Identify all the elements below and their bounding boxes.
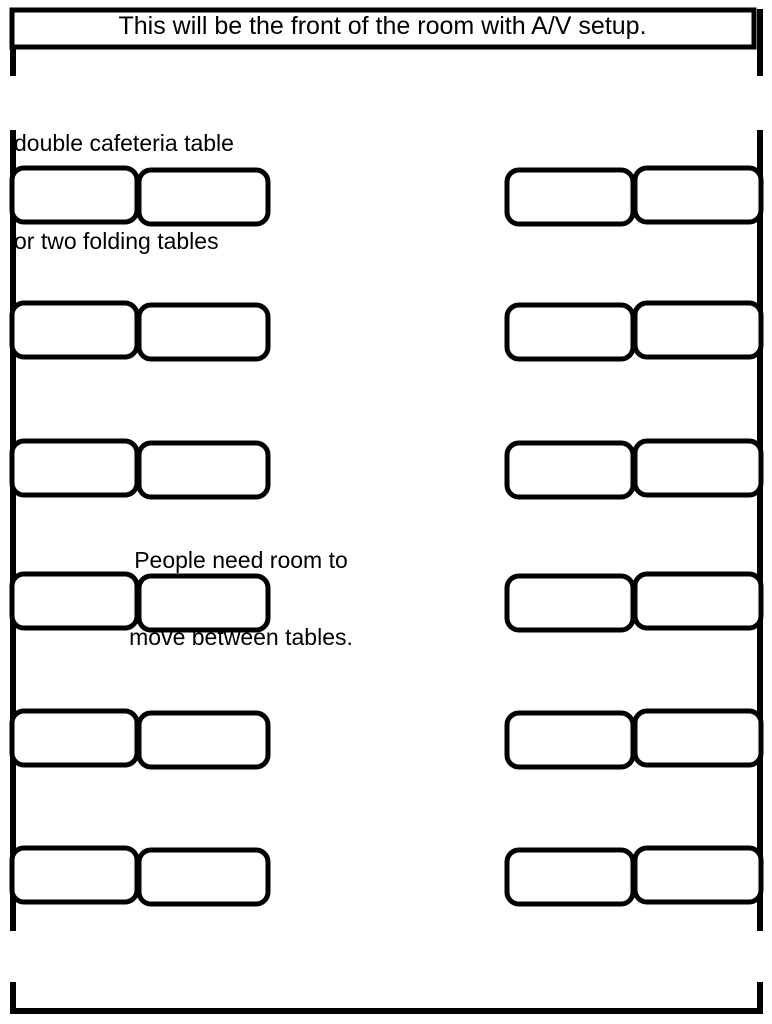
table-cell: [504, 302, 636, 362]
table-row: [504, 438, 764, 500]
table-row: [9, 165, 271, 227]
table-cell: [504, 847, 636, 907]
table-cell: [136, 847, 271, 907]
table-row: [504, 571, 764, 633]
table-row: [9, 300, 271, 362]
table-row: [504, 300, 764, 362]
table-row: [9, 845, 271, 907]
table-row: [9, 438, 271, 500]
table-cell: [9, 438, 140, 498]
table-row: [504, 845, 764, 907]
table-row: [9, 708, 271, 770]
label-people-need-room: People need room to move between tables.: [110, 496, 372, 702]
table-cell: [9, 845, 140, 905]
table-cell: [632, 438, 764, 498]
table-cell: [632, 165, 764, 225]
table-cell: [9, 165, 140, 225]
table-cell: [136, 167, 271, 227]
table-cell: [9, 708, 140, 768]
table-row: [504, 708, 764, 770]
table-cell: [504, 573, 636, 633]
table-cell: [504, 710, 636, 770]
table-cell: [136, 302, 271, 362]
label-double-cafeteria-table: double cafeteria table: [14, 130, 234, 156]
label-people-need-room-line2: move between tables.: [129, 623, 353, 650]
table-cell: [632, 300, 764, 360]
table-cell: [632, 708, 764, 768]
table-cell: [504, 440, 636, 500]
table-cell: [504, 167, 636, 227]
right-table-column: [504, 165, 764, 907]
room-walls: [10, 9, 763, 1014]
table-cell: [136, 440, 271, 500]
table-row: [504, 165, 764, 227]
left-table-column: [9, 165, 271, 907]
table-cell: [136, 710, 271, 770]
label-people-need-room-line1: People need room to: [134, 546, 348, 573]
table-cell: [9, 300, 140, 360]
label-or-two-folding-tables: or two folding tables: [14, 228, 219, 254]
front-of-room-banner-text: This will be the front of the room with …: [118, 12, 647, 40]
front-of-room-banner-box: [9, 7, 757, 50]
table-row: [9, 571, 271, 633]
table-cell: [136, 573, 271, 633]
table-cell: [632, 571, 764, 631]
table-cell: [632, 845, 764, 905]
